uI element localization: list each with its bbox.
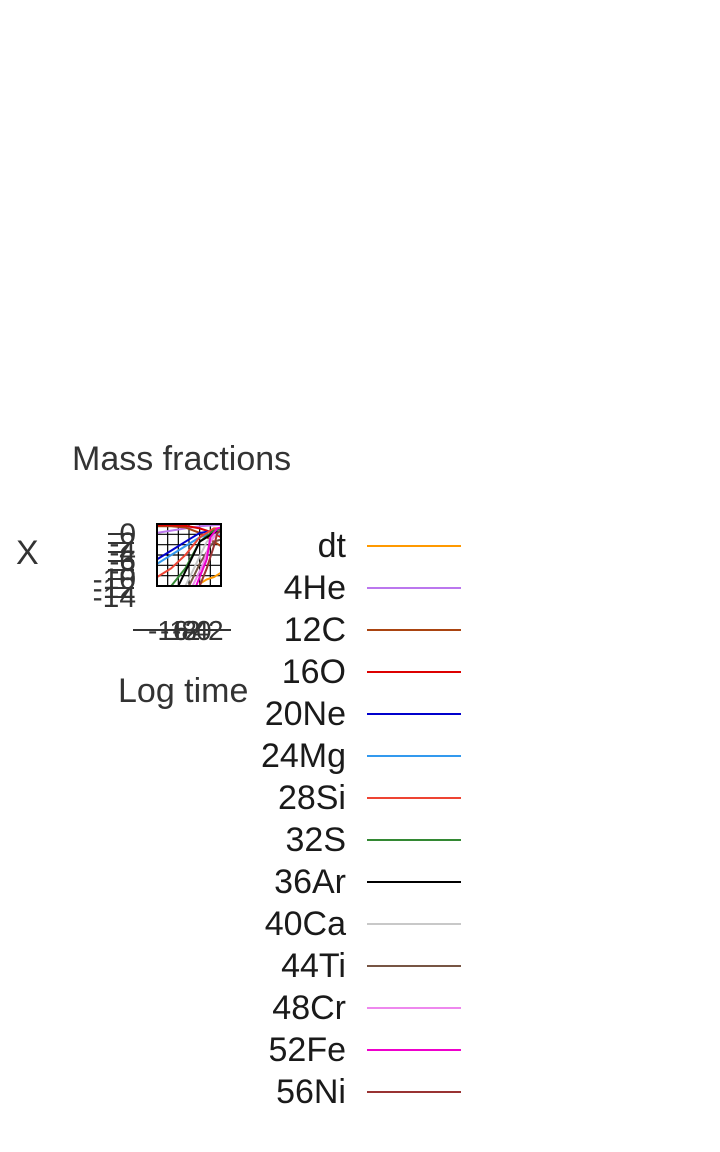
y-tick-label: -10 <box>93 563 136 596</box>
y-tick-label: -6 <box>109 545 136 578</box>
y-tick-label: -8 <box>109 554 136 587</box>
y-axis-ticks: 0-2-4-6-8-10-12-14 <box>93 518 136 614</box>
y-tick-label: -14 <box>93 581 136 614</box>
x-axis-label: Log time <box>118 672 249 710</box>
series-line-56Ni <box>198 529 222 587</box>
x-tick-label: -12 <box>160 615 200 646</box>
chart-title: Mass fractions <box>72 440 292 478</box>
x-tick-label: -16 <box>148 615 188 646</box>
x-tick-label: -8 <box>172 615 197 646</box>
y-tick-label: -12 <box>93 572 136 605</box>
y-tick-label: -2 <box>109 527 136 560</box>
series-lines <box>156 523 222 587</box>
x-tick-label: 0 <box>196 615 212 646</box>
y-axis-label: X <box>16 534 39 572</box>
x-axis-ticks: -16-12-8-402 <box>133 615 231 646</box>
series-line-36Ar <box>177 531 222 587</box>
x-tick-label: 2 <box>208 615 224 646</box>
series-line-dt <box>199 571 222 585</box>
series-line-28Si <box>156 527 221 578</box>
y-tick-label: -4 <box>109 536 136 569</box>
series-line-52Fe <box>195 526 222 587</box>
x-tick-label: -4 <box>184 615 209 646</box>
plot-frame <box>156 523 222 587</box>
